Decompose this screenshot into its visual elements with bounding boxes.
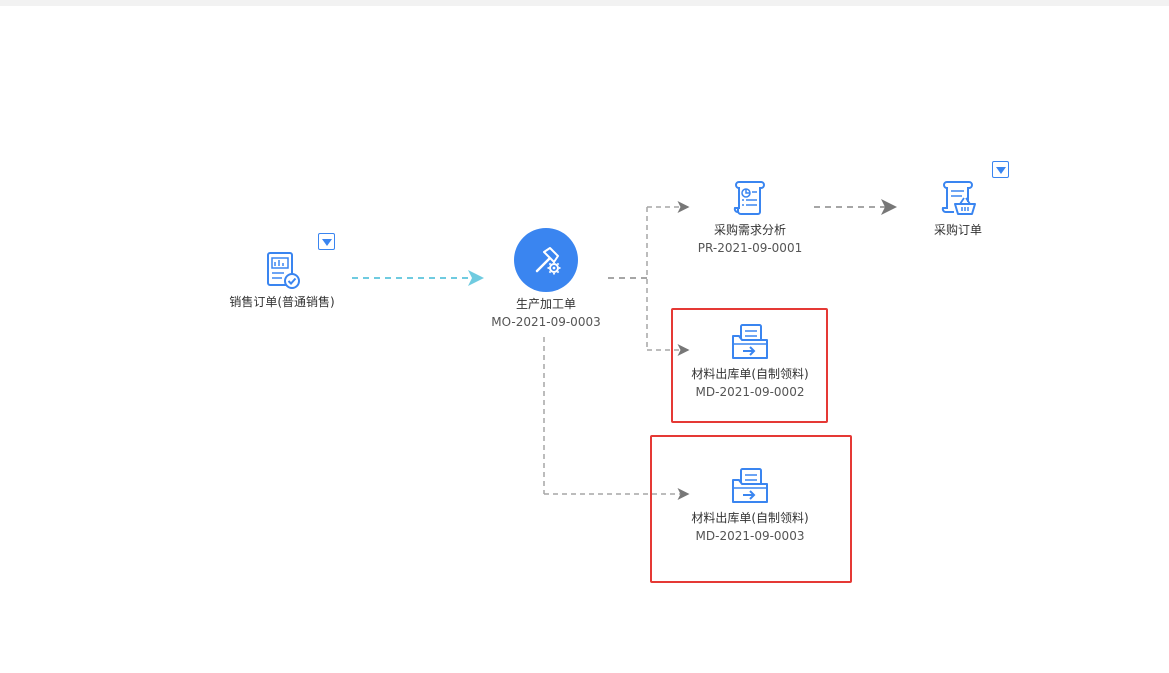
- triangle-down-icon: [995, 166, 1006, 174]
- material-issue-2-label: 材料出库单(自制领料): [691, 511, 809, 525]
- material-issue-1-code: MD-2021-09-0002: [695, 385, 805, 399]
- manufacturing-order-label: 生产加工单: [515, 297, 576, 311]
- material-issue-1-label: 材料出库单(自制领料): [691, 367, 809, 381]
- node-material-issue-2[interactable]: 材料出库单(自制领料) MD-2021-09-0003: [680, 466, 820, 544]
- purchase-order-label: 采购订单: [933, 223, 982, 237]
- top-bar: [0, 0, 1169, 6]
- sales-order-dropdown-button[interactable]: [318, 233, 335, 250]
- purchase-requirement-label: 采购需求分析: [713, 223, 786, 237]
- node-sales-order[interactable]: 销售订单(普通销售): [226, 250, 338, 310]
- scroll-chart-icon: [733, 181, 765, 215]
- hammer-gear-icon: [514, 228, 578, 292]
- node-material-issue-1[interactable]: 材料出库单(自制领料) MD-2021-09-0002: [680, 322, 820, 400]
- sales-order-label: 销售订单(普通销售): [229, 295, 335, 309]
- report-check-icon: [267, 252, 300, 289]
- folder-arrow-icon: [732, 468, 768, 503]
- highlight-box-2: [650, 435, 852, 583]
- scroll-basket-icon: [941, 181, 976, 215]
- folder-arrow-icon: [732, 324, 768, 359]
- node-manufacturing-order[interactable]: 生产加工单 MO-2021-09-0003: [486, 228, 606, 330]
- triangle-down-icon: [321, 238, 332, 246]
- manufacturing-order-code: MO-2021-09-0003: [491, 315, 601, 329]
- node-purchase-order[interactable]: 采购订单: [908, 178, 1008, 238]
- purchase-order-dropdown-button[interactable]: [992, 161, 1009, 178]
- material-issue-2-code: MD-2021-09-0003: [695, 529, 805, 543]
- highlight-box-1: [671, 308, 828, 423]
- purchase-requirement-code: PR-2021-09-0001: [697, 241, 803, 255]
- node-purchase-requirement[interactable]: 采购需求分析 PR-2021-09-0001: [690, 178, 810, 256]
